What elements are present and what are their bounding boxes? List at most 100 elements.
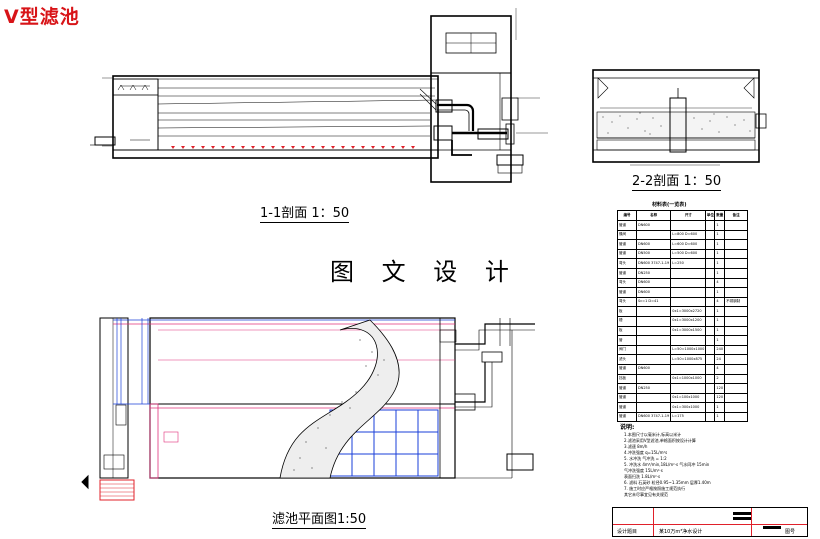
material-table-cell: 槽	[617, 315, 637, 327]
material-table-header: 单位	[705, 210, 716, 221]
note-line: 表面扫洗 1.8L/m²·s	[624, 474, 661, 479]
material-table-cell: 不锈钢制	[724, 296, 749, 308]
material-table-header: 名称	[635, 210, 672, 221]
material-table-cell: 240	[714, 344, 726, 356]
material-table-cell: 0x1=3000x2720	[670, 306, 707, 317]
material-table-cell	[705, 335, 716, 346]
material-table-cell: 管道	[617, 239, 637, 250]
center-title: 图 文 设 计	[330, 258, 519, 286]
note-line: 4.冲洗强度 q=15L/m²s	[624, 450, 668, 455]
material-table-cell: 1	[714, 267, 726, 279]
cutaway-stipple	[293, 339, 385, 471]
material-table-header: 数量	[714, 210, 726, 221]
material-table-cell: DN600 3747-1-19	[635, 411, 672, 423]
material-table-cell	[724, 392, 749, 404]
material-table-cell: 0x1=3000x1500	[670, 325, 707, 337]
material-table-cell	[670, 335, 707, 346]
material-table-cell	[705, 344, 716, 356]
material-table-cell	[670, 383, 707, 394]
material-table-cell: 管道	[617, 248, 637, 260]
filter-tank-outline	[112, 75, 439, 159]
material-table-cell: 120	[714, 392, 726, 404]
material-table-cell	[705, 363, 716, 375]
section-2-2-view	[592, 69, 767, 166]
material-table-cell: 板	[617, 325, 637, 337]
nozzle-marks	[171, 146, 415, 149]
section-1-1-caption: 1-1剖面 1：50	[260, 202, 350, 223]
media-cutaway	[279, 319, 400, 479]
material-table-cell: L=600 D=600	[670, 239, 707, 250]
material-table-header: 尺寸	[670, 210, 707, 221]
material-table-cell: Sc=1 D=41	[635, 296, 672, 308]
material-table-cell: 1	[714, 220, 726, 231]
material-table-cell	[724, 267, 749, 279]
material-table-cell: DN600	[635, 363, 672, 375]
material-table-cell: 24	[714, 354, 726, 365]
material-table-cell: 弯头	[617, 258, 637, 269]
material-table-cell	[724, 315, 749, 327]
material-table-cell	[724, 363, 749, 375]
material-table-cell	[724, 411, 749, 423]
material-table-cell	[705, 267, 716, 279]
material-table-cell: DN600	[635, 287, 672, 298]
material-table-cell: DN600	[635, 277, 672, 289]
material-table-cell	[724, 277, 749, 289]
material-table-cell	[724, 335, 749, 346]
material-table-cell: DN600 3747-1-19	[635, 258, 672, 269]
note-line: 5. 水冲洗 气冲洗 = 1:2	[624, 456, 667, 461]
material-table-cell	[635, 373, 672, 385]
material-table-cell: L=500 D=600	[670, 248, 707, 260]
material-table-cell: 2	[714, 373, 726, 385]
material-table-cell	[724, 402, 749, 413]
material-table-cell	[724, 287, 749, 298]
material-table-cell	[724, 220, 749, 231]
material-table-cell	[670, 267, 707, 279]
filter-plan-view	[81, 317, 535, 501]
material-table-cell	[724, 248, 749, 260]
material-table-cell: 管道	[617, 392, 637, 404]
note-line: 气冲洗强度 15L/m²·s	[624, 468, 663, 473]
plan-pipe-2	[455, 362, 486, 403]
filter-media-bed	[596, 111, 756, 139]
material-table-cell: 管道	[617, 363, 637, 375]
material-table-cell: L=800 D=600	[670, 229, 707, 241]
material-table-cell: 1	[714, 229, 726, 241]
media-stipple	[602, 112, 751, 135]
entry-stair	[99, 479, 135, 501]
material-table-cell	[705, 287, 716, 298]
plan-caption: 滤池平面图1:50	[272, 508, 367, 529]
material-table-header: 备注	[724, 210, 749, 221]
material-table-cell	[724, 306, 749, 317]
material-table-cell	[724, 258, 749, 269]
material-table-cell	[705, 383, 716, 394]
material-table-cell	[724, 354, 749, 365]
material-table-cell: DN600	[635, 239, 672, 250]
plan-outlet-box	[506, 453, 534, 471]
material-table-cell	[635, 306, 672, 317]
note-line: 5. 冲洗水 4m³/min,18L/m²·s 气水同冲 15min	[624, 462, 710, 467]
material-table-cell	[635, 229, 672, 241]
material-table-cell: 4	[714, 363, 726, 375]
material-table-cell	[705, 411, 716, 423]
bottom-slab	[112, 149, 439, 159]
plan-left-wall	[99, 317, 129, 479]
notes-title: 说明:	[620, 424, 635, 431]
material-table-cell: 1	[714, 411, 726, 423]
material-table-cell	[724, 344, 749, 356]
plan-pipe-1	[455, 323, 535, 345]
material-table-cell	[705, 315, 716, 327]
material-table-cell	[724, 229, 749, 241]
material-table-cell	[670, 287, 707, 298]
material-table-cell: 0x1=100x1000	[670, 392, 707, 404]
